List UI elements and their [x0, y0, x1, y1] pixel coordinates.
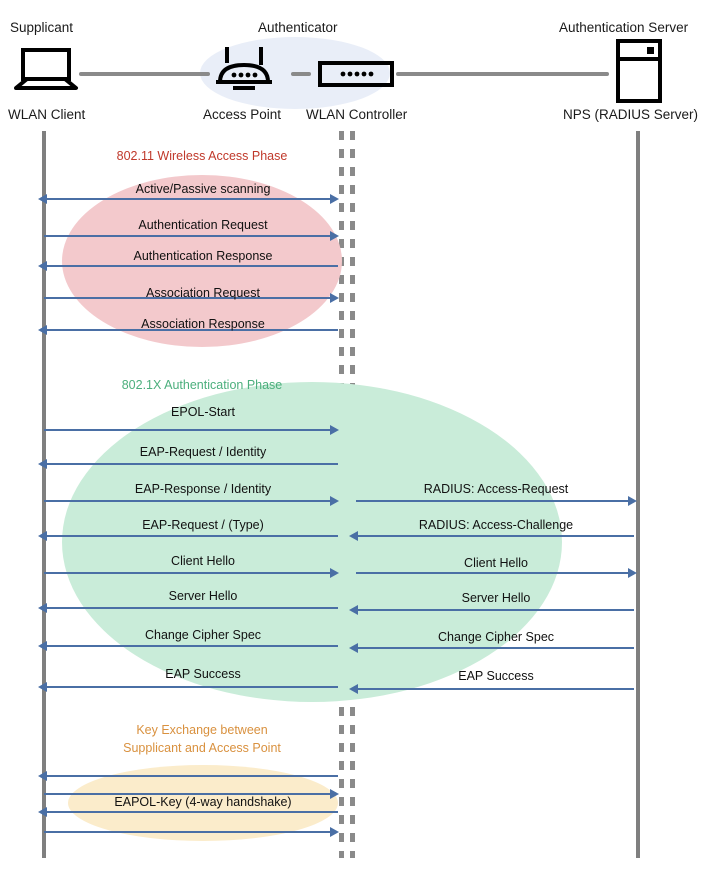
- message-line: [356, 647, 634, 649]
- message-label: Client Hello: [171, 554, 235, 568]
- arrowhead-left-icon: [38, 682, 47, 692]
- message-label: Authentication Response: [133, 249, 273, 263]
- message-label: EAPOL-Key (4-way handshake): [110, 795, 296, 809]
- message-line: [356, 572, 632, 574]
- message-line: [44, 831, 336, 833]
- arrowhead-left-icon: [38, 531, 47, 541]
- arrowhead-right-icon: [330, 568, 339, 578]
- message-line: [46, 686, 338, 688]
- message-line: [356, 609, 634, 611]
- server-icon: [616, 39, 662, 108]
- message-line: [46, 811, 338, 813]
- message-line: [46, 198, 336, 200]
- wireless-router-icon: [213, 46, 275, 98]
- message-line: [44, 297, 336, 299]
- arrowhead-right-icon: [628, 496, 637, 506]
- arrowhead-right-icon: [330, 789, 339, 799]
- actor-name-wlan-controller: WLAN Controller: [306, 107, 408, 122]
- arrowhead-left-icon: [38, 641, 47, 651]
- message-label: RADIUS: Access-Request: [423, 482, 569, 496]
- message-label: Authentication Request: [138, 218, 268, 232]
- message-label: Server Hello: [168, 589, 238, 603]
- arrowhead-right-icon: [628, 568, 637, 578]
- arrowhead-left-icon: [349, 531, 358, 541]
- message-label: Association Request: [146, 286, 260, 300]
- arrowhead-left-icon: [38, 771, 47, 781]
- message-label: RADIUS: Access-Challenge: [418, 518, 574, 532]
- message-line: [44, 500, 336, 502]
- message-line: [46, 645, 338, 647]
- arrowhead-right-icon: [330, 231, 339, 241]
- message-label: EAP Success: [165, 667, 241, 681]
- connector-ap-to-controller: [291, 72, 311, 76]
- message-label: Client Hello: [464, 556, 528, 570]
- actor-name-access-point: Access Point: [203, 107, 282, 122]
- arrowhead-left-icon: [349, 643, 358, 653]
- message-line: [46, 329, 338, 331]
- arrowhead-left-icon: [38, 261, 47, 271]
- phase-3-caption: Key Exchange between Supplicant and Acce…: [123, 723, 281, 755]
- arrowhead-left-icon: [349, 684, 358, 694]
- laptop-icon: [12, 48, 80, 97]
- arrowhead-right-icon: [330, 425, 339, 435]
- message-line: [46, 265, 338, 267]
- arrowhead-left-icon: [38, 325, 47, 335]
- message-line: [44, 235, 336, 237]
- message-label: EAP Success: [458, 669, 534, 683]
- message-line: [44, 429, 336, 431]
- arrowhead-left-icon: [38, 603, 47, 613]
- message-line: [356, 688, 634, 690]
- connector-client-to-ap: [79, 72, 210, 76]
- arrowhead-left-icon: [38, 194, 47, 204]
- message-line: [356, 500, 632, 502]
- actor-role-authenticator: Authenticator: [258, 20, 338, 35]
- message-label: EAP-Request / Identity: [139, 445, 267, 459]
- arrowhead-right-icon: [330, 496, 339, 506]
- message-label: EAP-Response / Identity: [134, 482, 272, 496]
- phase-1-ellipse: [62, 175, 342, 347]
- message-label: EPOL-Start: [171, 405, 235, 419]
- message-line: [46, 775, 338, 777]
- message-line: [46, 607, 338, 609]
- arrowhead-right-icon: [330, 194, 339, 204]
- message-label: Active/Passive scanning: [135, 182, 271, 196]
- phase-1-caption: 802.11 Wireless Access Phase: [116, 149, 288, 163]
- phase-2-caption: 802.1X Authentication Phase: [121, 378, 283, 392]
- message-line: [44, 572, 336, 574]
- actor-role-supplicant: Supplicant: [10, 20, 74, 35]
- message-label: Change Cipher Spec: [437, 630, 555, 644]
- arrowhead-left-icon: [38, 807, 47, 817]
- message-line: [46, 535, 338, 537]
- message-line: [46, 463, 338, 465]
- arrowhead-right-icon: [330, 293, 339, 303]
- arrowhead-left-icon: [349, 605, 358, 615]
- message-label: Server Hello: [461, 591, 531, 605]
- message-label: Association Response: [141, 317, 265, 331]
- message-line: [44, 793, 336, 795]
- message-label: EAP-Request / (Type): [142, 518, 264, 532]
- actor-role-authentication-server: Authentication Server: [559, 20, 689, 35]
- lifeline-authentication-server: [636, 131, 640, 858]
- connector-controller-to-server: [396, 72, 609, 76]
- actor-name-wlan-client: WLAN Client: [8, 107, 86, 122]
- message-line: [356, 535, 634, 537]
- actor-name-nps-radius-server: NPS (RADIUS Server): [563, 107, 699, 122]
- arrowhead-right-icon: [330, 827, 339, 837]
- switch-icon: [318, 61, 394, 92]
- arrowhead-left-icon: [38, 459, 47, 469]
- message-label: Change Cipher Spec: [144, 628, 262, 642]
- lifeline-supplicant: [42, 131, 46, 858]
